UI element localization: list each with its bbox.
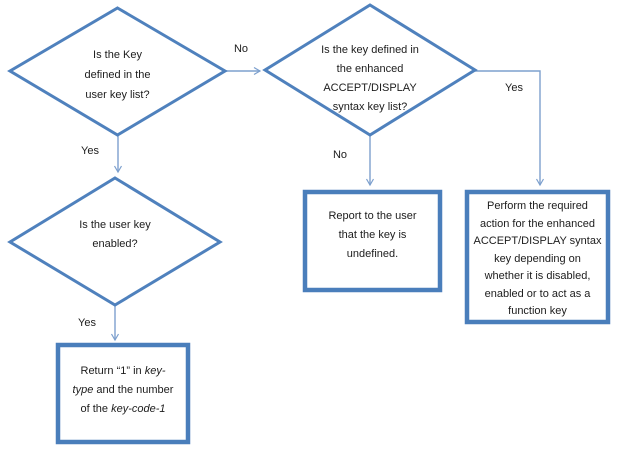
return-line-3-italic: key-code-1 [111,403,166,415]
connector-yes-elbow-arrow [475,70,545,187]
return-line-1: Return “1” in key- [58,362,188,381]
edge-label-no-down: No [332,149,348,161]
edge-label-yes-down-2: Yes [78,317,96,329]
process-return-key-type-box [55,342,191,445]
decision-key-in-enhanced-list [262,3,478,137]
process-perform-action-box [464,189,611,325]
decision-user-key-enabled [7,176,223,307]
decision-user-key-enabled-text: Is the user key enabled? [79,219,151,250]
return-line-3-text: of the [80,403,112,415]
process-return-key-type-text: Return “1” in key- type and the number o… [58,362,188,419]
process-report-undefined-box [302,189,443,293]
return-line-1-italic: key- [144,365,166,377]
process-perform-action-text: Perform the required action for the enha… [473,200,602,317]
decision-key-in-enhanced-list-text: Is the key defined in the enhanced ACCEP… [321,44,419,113]
edge-label-no-right: No [233,43,249,55]
process-report-undefined-text: Report to the user that the key is undef… [328,210,417,260]
edge-label-yes-right: Yes [505,82,523,94]
decision-key-in-user-list [7,6,228,137]
return-line-1-text: Return “1” in [80,365,145,377]
edge-label-yes-down-1: Yes [81,145,99,157]
return-line-2: type and the number [58,381,188,400]
decision-key-in-user-list-text: Is the Key defined in the user key list? [84,49,151,101]
return-line-2-text: and the number [93,384,174,396]
return-line-3: of the key-code-1 [58,400,188,419]
return-line-2-italic: type [72,384,94,396]
